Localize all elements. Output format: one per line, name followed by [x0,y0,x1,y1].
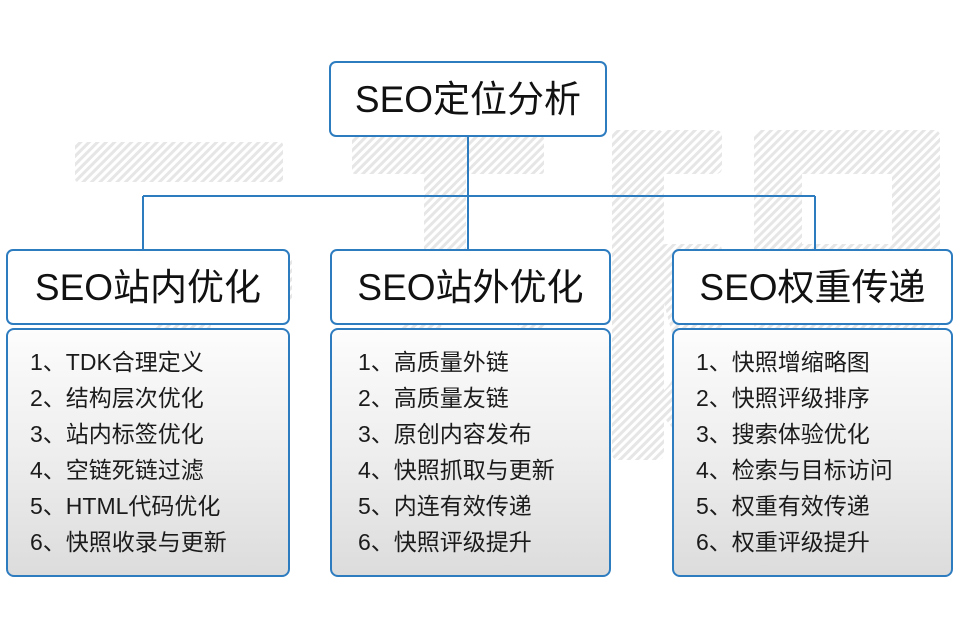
list-item-label: 快照增缩略图 [731,349,870,375]
list-item-label: HTML代码优化 [65,493,221,519]
root-node[interactable]: SEO定位分析 [329,61,607,137]
list-item[interactable]: 5、HTML代码优化 [8,488,288,524]
list-item[interactable]: 6、权重评级提升 [674,524,951,560]
list-item-index: 5、 [30,493,66,519]
branch-header-3-title: SEO权重传递 [699,266,926,308]
list-item-index: 4、 [30,457,66,483]
item-list-3: 1、快照增缩略图 2、快照评级排序 3、搜索体验优化 4、检索与目标访问 5、权… [674,344,951,560]
list-item-index: 4、 [358,457,394,483]
list-item-index: 3、 [696,421,732,447]
list-item-index: 2、 [358,385,394,411]
list-item-index: 5、 [696,493,732,519]
list-item[interactable]: 3、原创内容发布 [332,416,609,452]
list-item-index: 1、 [30,349,66,375]
list-item-label: 空链死链过滤 [65,457,204,483]
list-item-label: 内连有效传递 [393,493,532,519]
list-item-index: 1、 [696,349,732,375]
item-list-2: 1、高质量外链 2、高质量友链 3、原创内容发布 4、快照抓取与更新 5、内连有… [332,344,609,560]
branch-header-2-title: SEO站外优化 [357,266,584,308]
branch-header-1-title: SEO站内优化 [34,266,262,308]
branch-header-3[interactable]: SEO权重传递 [672,249,953,325]
list-item[interactable]: 4、检索与目标访问 [674,452,951,488]
list-item[interactable]: 4、快照抓取与更新 [332,452,609,488]
item-list-1: 1、TDK合理定义 2、结构层次优化 3、站内标签优化 4、空链死链过滤 5、H… [8,344,288,560]
list-item[interactable]: 3、站内标签优化 [8,416,288,452]
list-item[interactable]: 6、快照评级提升 [332,524,609,560]
list-item[interactable]: 2、结构层次优化 [8,380,288,416]
list-item-index: 6、 [358,529,394,555]
list-item[interactable]: 2、高质量友链 [332,380,609,416]
branch-body-3: 1、快照增缩略图 2、快照评级排序 3、搜索体验优化 4、检索与目标访问 5、权… [672,328,953,577]
list-item-label: 快照评级提升 [393,529,532,555]
list-item[interactable]: 1、TDK合理定义 [8,344,288,380]
list-item-label: 权重有效传递 [731,493,870,519]
list-item[interactable]: 1、快照增缩略图 [674,344,951,380]
list-item-label: 检索与目标访问 [731,457,893,483]
branch-header-1[interactable]: SEO站内优化 [6,249,290,325]
list-item[interactable]: 5、权重有效传递 [674,488,951,524]
list-item-label: 结构层次优化 [65,385,204,411]
branch-column-1: SEO站内优化 1、TDK合理定义 2、结构层次优化 3、站内标签优化 4、空链… [6,249,290,577]
list-item-index: 4、 [696,457,732,483]
list-item-label: 搜索体验优化 [731,421,870,447]
list-item-label: TDK合理定义 [65,349,204,375]
list-item[interactable]: 2、快照评级排序 [674,380,951,416]
list-item[interactable]: 4、空链死链过滤 [8,452,288,488]
branch-column-2: SEO站外优化 1、高质量外链 2、高质量友链 3、原创内容发布 4、快照抓取与… [330,249,611,577]
list-item-index: 2、 [30,385,66,411]
list-item-label: 快照收录与更新 [65,529,227,555]
list-item-label: 原创内容发布 [393,421,532,447]
list-item-index: 1、 [358,349,394,375]
list-item-label: 站内标签优化 [65,421,204,447]
list-item-index: 6、 [30,529,66,555]
branch-body-2: 1、高质量外链 2、高质量友链 3、原创内容发布 4、快照抓取与更新 5、内连有… [330,328,611,577]
list-item[interactable]: 1、高质量外链 [332,344,609,380]
branch-column-3: SEO权重传递 1、快照增缩略图 2、快照评级排序 3、搜索体验优化 4、检索与… [672,249,953,577]
list-item-label: 快照抓取与更新 [393,457,555,483]
list-item[interactable]: 3、搜索体验优化 [674,416,951,452]
list-item-label: 快照评级排序 [731,385,870,411]
list-item-label: 高质量外链 [393,349,509,375]
list-item-index: 3、 [30,421,66,447]
branch-body-1: 1、TDK合理定义 2、结构层次优化 3、站内标签优化 4、空链死链过滤 5、H… [6,328,290,577]
list-item-index: 5、 [358,493,394,519]
list-item[interactable]: 5、内连有效传递 [332,488,609,524]
list-item-index: 2、 [696,385,732,411]
root-node-title: SEO定位分析 [354,78,582,120]
list-item-label: 高质量友链 [393,385,509,411]
list-item-index: 3、 [358,421,394,447]
list-item-index: 6、 [696,529,732,555]
list-item[interactable]: 6、快照收录与更新 [8,524,288,560]
branch-header-2[interactable]: SEO站外优化 [330,249,611,325]
list-item-label: 权重评级提升 [731,529,870,555]
